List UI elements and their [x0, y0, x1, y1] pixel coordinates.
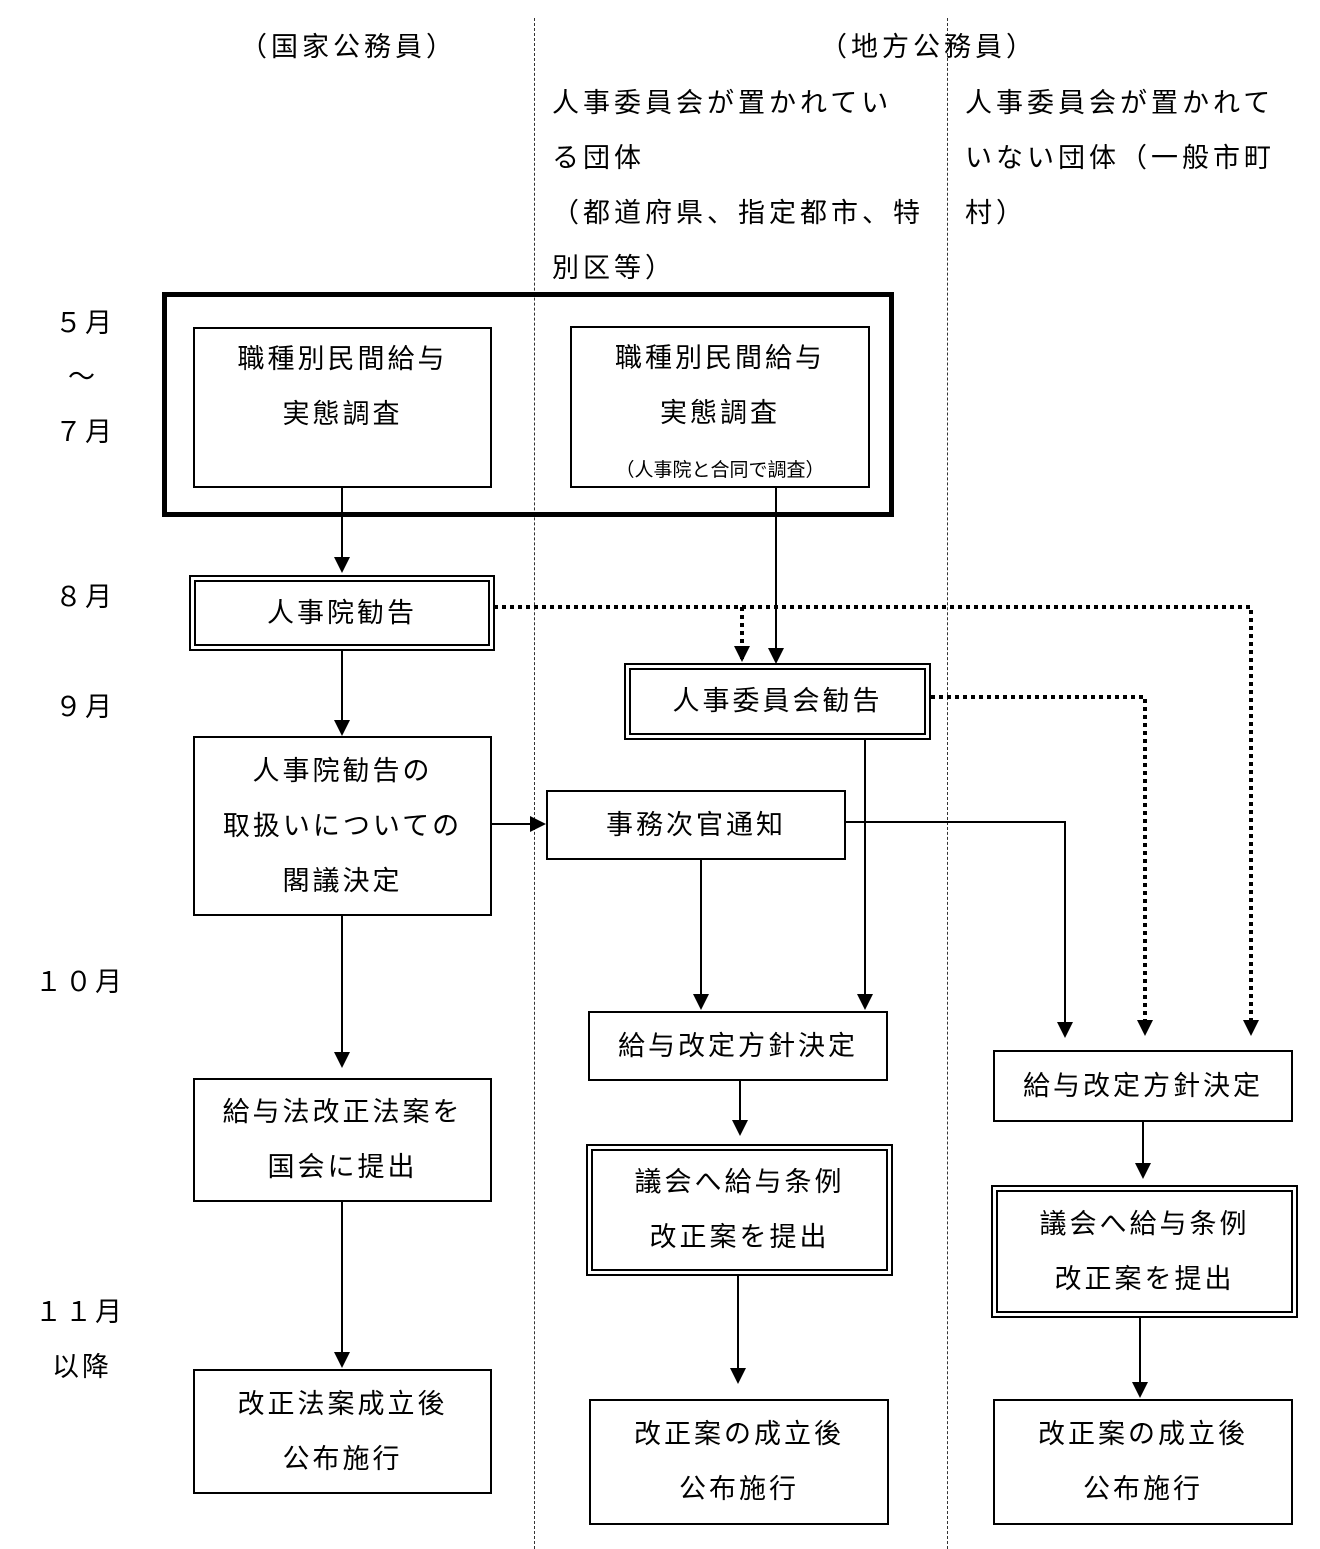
node-enactment-a: 改正案の成立後 公布施行 — [589, 1399, 889, 1525]
node-text-line: 事務次官通知 — [606, 809, 786, 841]
header-with-committee-line: る団体 — [552, 143, 645, 174]
node-text-line: 職種別民間給与 — [615, 343, 825, 374]
node-policy-decision-a: 給与改定方針決定 — [588, 1011, 888, 1081]
month-may: ５月 — [55, 308, 115, 339]
dotted-npa-rec-to-policy-b — [494, 605, 1259, 1036]
header-with-committee-line: 別区等） — [552, 253, 676, 284]
dotted-committee-rec-to-policy-b — [931, 695, 1153, 1036]
node-vice-minister-notice: 事務次官通知 — [546, 790, 846, 860]
month-oct: １０月 — [35, 967, 125, 998]
month-sep: ９月 — [55, 692, 115, 723]
header-with-committee-line: （都道府県、指定都市、特 — [552, 198, 924, 229]
column-divider-national-local — [534, 18, 535, 1549]
node-enactment-b: 改正案の成立後 公布施行 — [993, 1399, 1293, 1525]
node-text-line: 人事院勧告の — [252, 755, 433, 787]
node-local-survey: 職種別民間給与 実態調査 （人事院と合同で調査） — [570, 326, 870, 488]
header-without-committee-line: 人事委員会が置かれて — [965, 88, 1275, 119]
node-national-survey: 職種別民間給与 実態調査 — [193, 327, 492, 488]
node-text-line: 改正案を提出 — [649, 1222, 830, 1253]
survey-group-frame — [162, 292, 894, 517]
header-without-committee-line: いない団体（一般市町 — [965, 143, 1275, 174]
node-text-line: 改正案を提出 — [1054, 1263, 1235, 1295]
node-text-line: 改正案の成立後 — [1038, 1419, 1248, 1450]
node-text-line: 公布施行 — [1083, 1474, 1203, 1505]
node-text-line: 議会へ給与条例 — [1039, 1208, 1250, 1240]
node-text-line: 人事院勧告 — [267, 597, 417, 629]
node-text-line: 給与法改正法案を — [222, 1097, 463, 1128]
header-local: （地方公務員） — [820, 32, 1037, 63]
node-ordinance-bill-b: 議会へ給与条例 改正案を提出 — [991, 1185, 1298, 1318]
node-text-line: 給与改定方針決定 — [618, 1030, 858, 1062]
node-text-line: 国会に提出 — [267, 1152, 418, 1183]
node-text-line: 人事委員会勧告 — [672, 686, 883, 717]
column-divider-local-types — [947, 18, 948, 1549]
node-text-line: 公布施行 — [282, 1443, 403, 1475]
month-jul: ７月 — [55, 417, 115, 448]
month-nov: １１月 — [35, 1297, 125, 1328]
node-national-bill: 給与法改正法案を 国会に提出 — [193, 1078, 492, 1202]
header-with-committee: 人事委員会が置かれてい る団体 （都道府県、指定都市、特 別区等） — [552, 76, 924, 296]
node-text-line: 実態調査 — [282, 399, 403, 430]
header-without-committee-line: 村） — [965, 198, 1027, 229]
month-nov-after: 以降 — [52, 1352, 112, 1383]
node-text-line: 取扱いについての — [222, 810, 463, 842]
node-text-line: 公布施行 — [679, 1474, 799, 1505]
node-text-line: 実態調査 — [660, 398, 780, 429]
month-aug: ８月 — [55, 582, 115, 613]
node-text-line: 改正案の成立後 — [634, 1419, 844, 1450]
node-text-line: 改正法案成立後 — [237, 1388, 448, 1420]
node-committee-recommendation: 人事委員会勧告 — [624, 663, 931, 740]
survey-note: （人事院と合同で調査） — [615, 459, 825, 481]
node-national-enactment: 改正法案成立後 公布施行 — [193, 1369, 492, 1494]
node-ordinance-bill-a: 議会へ給与条例 改正案を提出 — [586, 1144, 893, 1276]
header-national: （国家公務員） — [240, 32, 457, 63]
node-cabinet-decision: 人事院勧告の 取扱いについての 閣議決定 — [193, 736, 492, 916]
node-text-line: 閣議決定 — [282, 865, 403, 897]
node-text-line: 給与改定方針決定 — [1023, 1070, 1263, 1102]
node-policy-decision-b: 給与改定方針決定 — [993, 1050, 1293, 1122]
node-npa-recommendation: 人事院勧告 — [189, 575, 495, 651]
node-text-line: 職種別民間給与 — [237, 344, 448, 375]
header-with-committee-line: 人事委員会が置かれてい — [552, 88, 893, 119]
arrow-notice-to-policy-b — [846, 821, 1073, 1038]
node-text-line: 議会へ給与条例 — [634, 1167, 845, 1198]
header-without-committee: 人事委員会が置かれて いない団体（一般市町 村） — [965, 76, 1275, 241]
month-tilde: ～ — [68, 362, 98, 393]
